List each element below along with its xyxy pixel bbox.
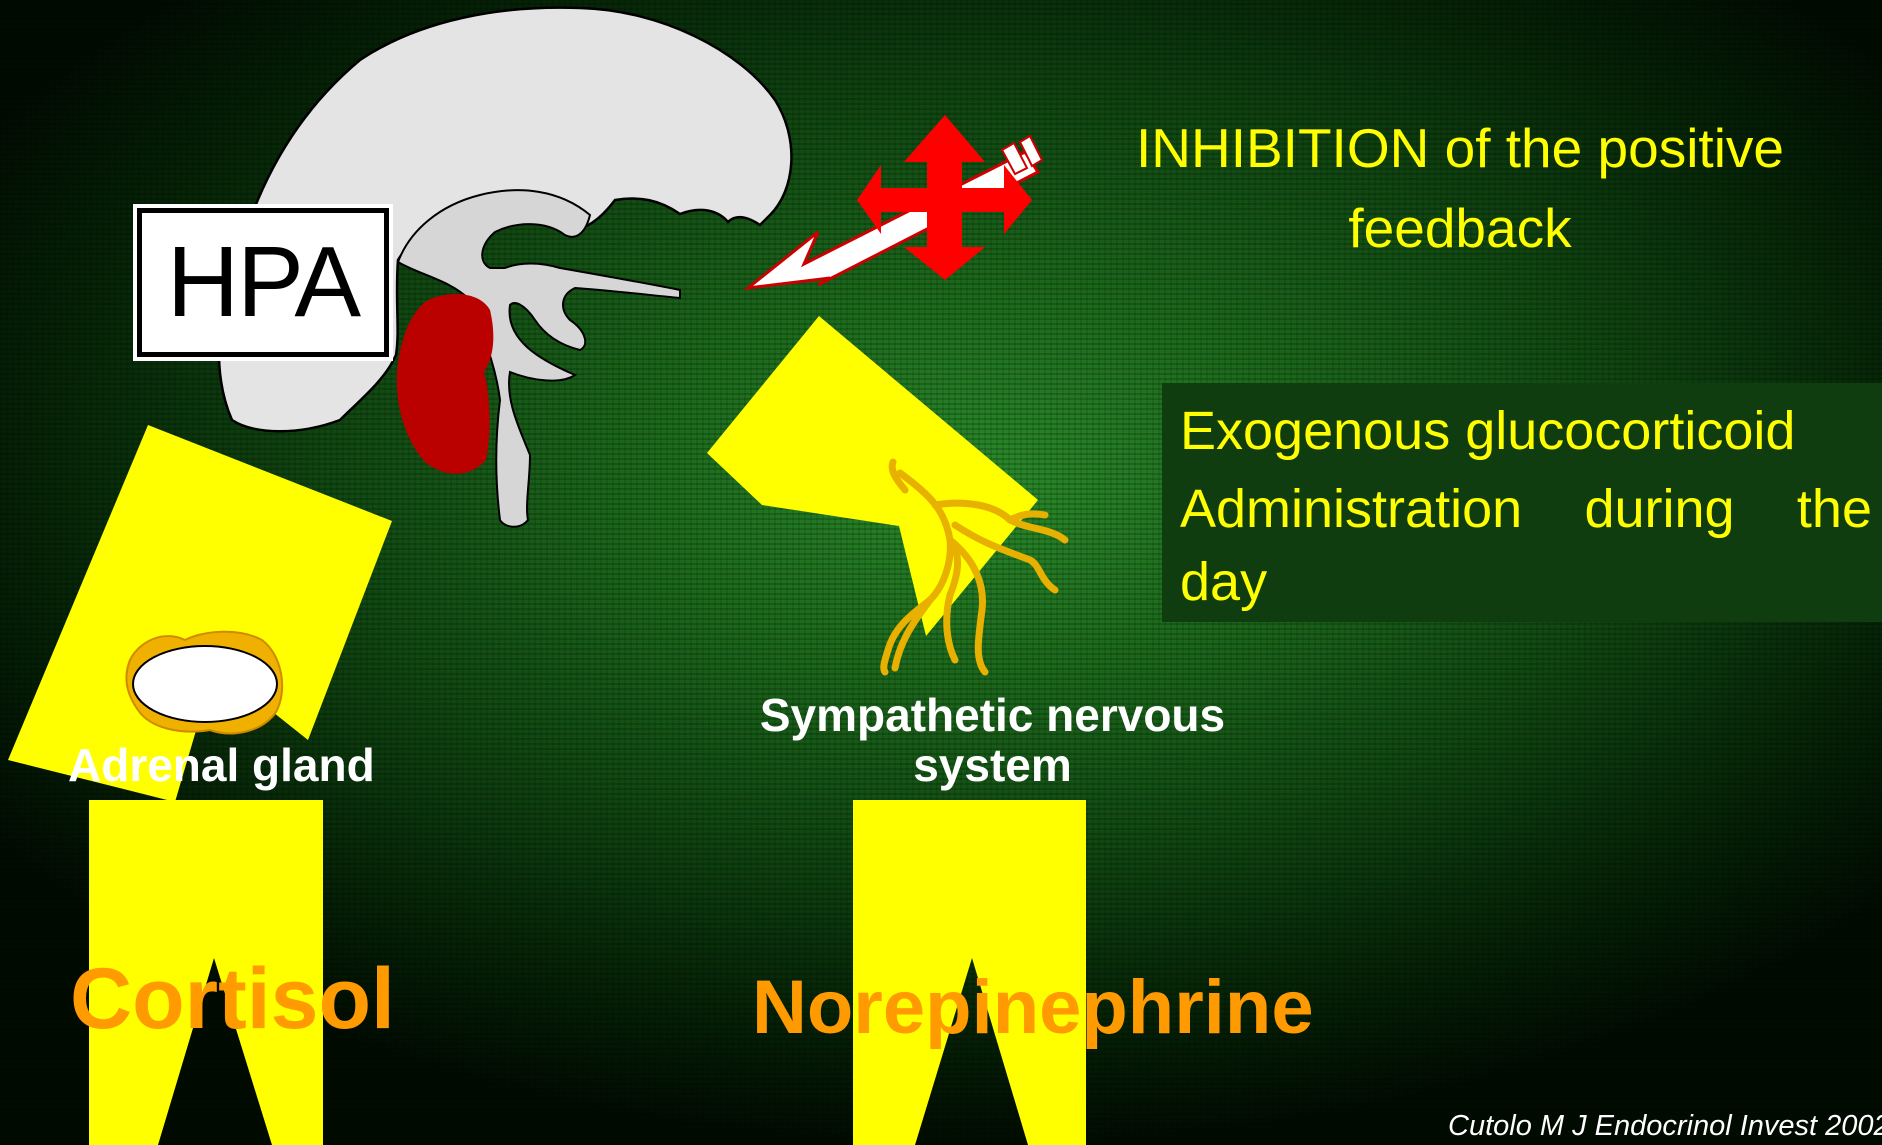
sympathetic-line-2: system	[720, 740, 1265, 790]
exogenous-line-1: Exogenous glucocorticoid	[1180, 400, 1795, 462]
exogenous-line-3: day	[1180, 551, 1267, 613]
exogenous-word-the: the	[1797, 478, 1872, 540]
inhibition-text: INHIBITION of the positive feedback	[1090, 108, 1830, 268]
exogenous-word-administration: Administration	[1180, 478, 1522, 540]
sympathetic-to-hpa-arrow	[707, 316, 1038, 636]
sympathetic-label: Sympathetic nervous system	[720, 690, 1265, 790]
pituitary-region	[397, 294, 494, 474]
inhibition-line-1: INHIBITION of the positive	[1090, 108, 1830, 188]
inhibition-cross	[857, 115, 1032, 280]
adrenal-gland-medulla	[133, 646, 277, 722]
citation: Cutolo M J Endocrinol Invest 2002	[1448, 1110, 1882, 1143]
sympathetic-line-1: Sympathetic nervous	[720, 690, 1265, 740]
exogenous-word-during: during	[1584, 478, 1734, 540]
norepinephrine-label: Norepinephrine	[752, 964, 1314, 1051]
hpa-label-box: HPA	[137, 208, 389, 357]
exogenous-line-2: Administration during the	[1180, 478, 1872, 540]
adrenal-gland-label: Adrenal gland	[68, 738, 375, 792]
inhibition-line-2: feedback	[1090, 188, 1830, 268]
cortisol-label: Cortisol	[70, 950, 395, 1049]
